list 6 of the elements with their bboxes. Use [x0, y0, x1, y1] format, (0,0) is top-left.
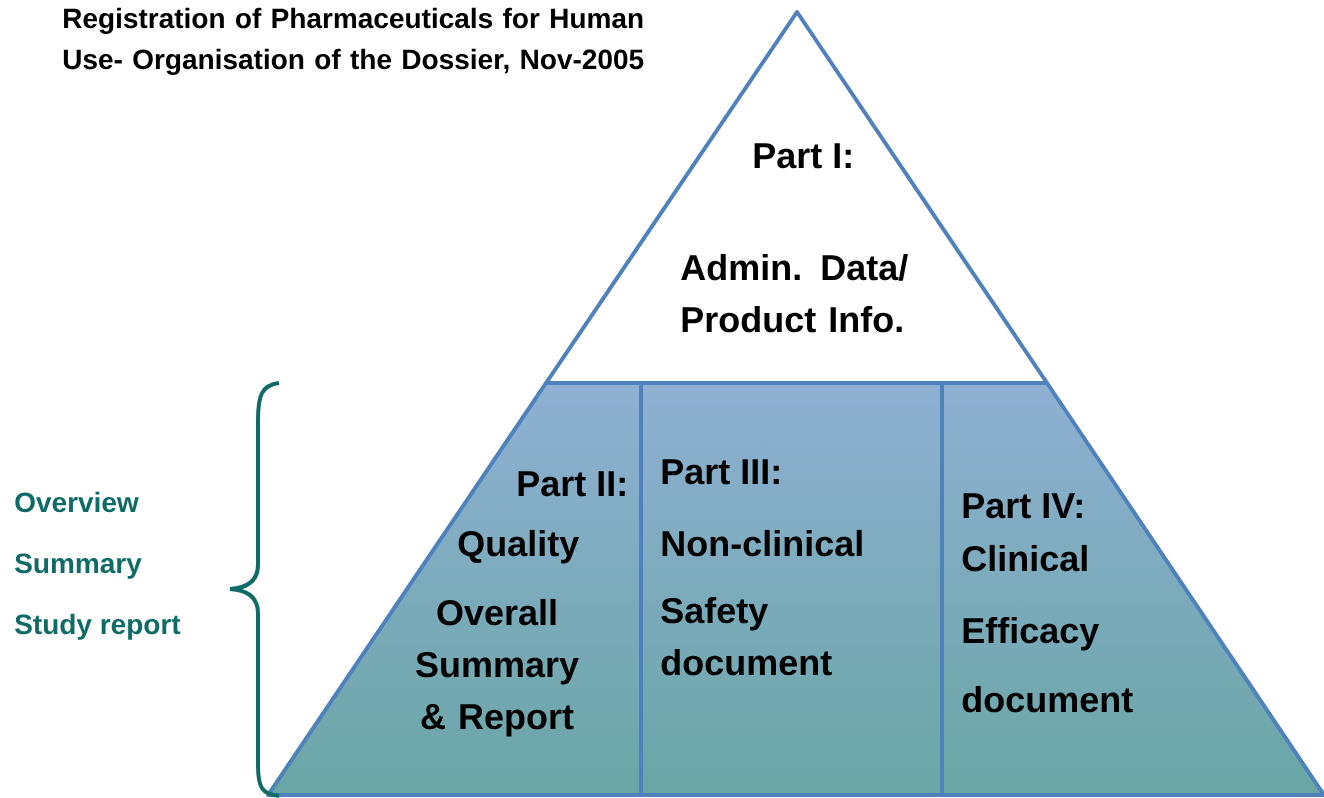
side-label: Study report [15, 613, 181, 640]
pyramid-section: Part II: Quality Overall Summary & Report [266, 381, 643, 797]
side-label: Overview [15, 491, 139, 513]
pyramid-section: Part IV: Clinical Efficacy document [940, 381, 1324, 797]
pyramid-section: Part III: Non-clinical Safety document [639, 381, 944, 797]
side-label: Summary [15, 553, 142, 579]
